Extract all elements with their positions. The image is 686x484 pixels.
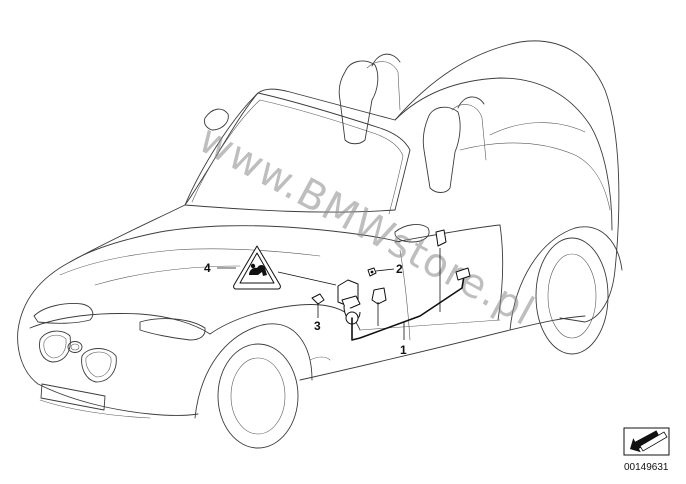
callout-1[interactable]: 1 <box>400 343 407 357</box>
airbag-warning-triangle-icon <box>233 245 281 290</box>
car-outline <box>17 40 623 449</box>
harness-holder <box>371 287 387 305</box>
clip-part-2 <box>367 267 377 277</box>
callout-2[interactable]: 2 <box>396 262 403 276</box>
leader-4-target <box>277 271 337 286</box>
leader-2 <box>375 268 395 272</box>
diagram-number: 00149631 <box>624 462 669 473</box>
occupancy-sensor-connector <box>337 279 361 325</box>
callout-4[interactable]: 4 <box>204 261 211 275</box>
callout-3[interactable]: 3 <box>314 319 321 333</box>
wiring-harness <box>351 229 471 341</box>
next-page-arrow-icon[interactable] <box>623 427 670 456</box>
clip-part-3 <box>311 293 325 305</box>
